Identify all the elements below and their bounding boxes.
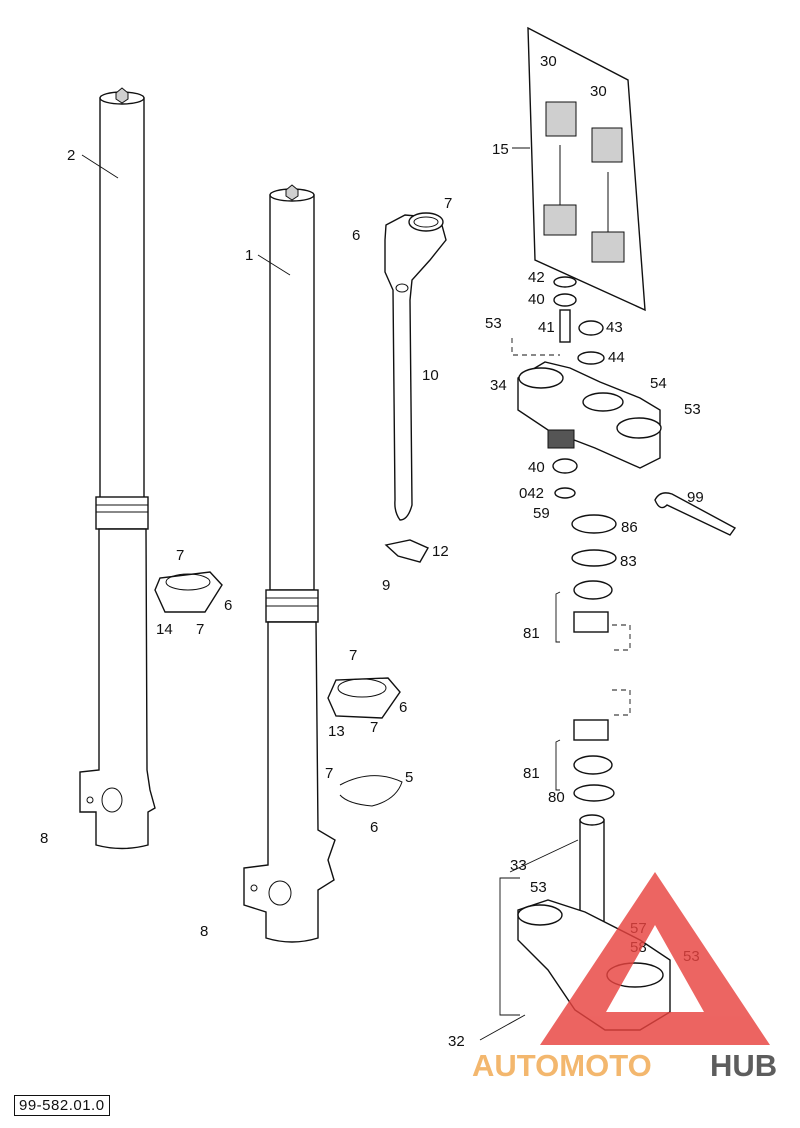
svg-text:AUTOMOTO: AUTOMOTO	[472, 1048, 652, 1083]
callout-label: 1	[245, 247, 253, 264]
bracket-lines	[479, 147, 579, 1041]
callout-label: 53	[684, 401, 701, 418]
handlebar-clamp-kit-15	[527, 26, 646, 312]
callout-label: 41	[538, 319, 555, 336]
callout-label: 54	[650, 375, 667, 392]
fork-clamps	[154, 539, 429, 807]
callout-label: 53	[530, 879, 547, 896]
callout-label: 42	[528, 269, 545, 286]
callout-label: 34	[490, 377, 507, 394]
callout-label: 6	[370, 819, 378, 836]
cable-guide-10	[384, 212, 447, 521]
callout-label: 40	[528, 459, 545, 476]
fork-leg-1	[243, 184, 336, 943]
callout-label: 86	[621, 519, 638, 536]
callout-label: 81	[523, 625, 540, 642]
callout-label: 40	[528, 291, 545, 308]
callout-label: 59	[533, 505, 550, 522]
callout-label: 43	[606, 319, 623, 336]
top-triple-clamp-34	[517, 361, 662, 469]
callout-label: 7	[444, 195, 452, 212]
hardware-bits	[552, 276, 737, 802]
fork-leg-2	[79, 87, 156, 850]
svg-text:HUB: HUB	[710, 1048, 777, 1083]
callout-label: 13	[328, 723, 345, 740]
callout-label: 7	[176, 547, 184, 564]
callout-label: 83	[620, 553, 637, 570]
callout-labels: 2 1 7 6 10 12 9 7 6 14 7 7 6 13 7 7 5 6 …	[40, 53, 704, 1050]
callout-label: 32	[448, 1033, 465, 1050]
callout-label: 8	[200, 923, 208, 940]
callout-label: 10	[422, 367, 439, 384]
callout-label: 99	[687, 489, 704, 506]
document-code: 99-582.01.0	[14, 1095, 110, 1116]
callout-label: 33	[510, 857, 527, 874]
callout-label: 6	[352, 227, 360, 244]
callout-label: 042	[519, 485, 544, 502]
callout-label: 80	[548, 789, 565, 806]
callout-label: 12	[432, 543, 449, 560]
callout-label: 8	[40, 830, 48, 847]
callout-label: 2	[67, 147, 75, 164]
callout-label: 30	[540, 53, 557, 70]
callout-label: 7	[325, 765, 333, 782]
callout-label: 5	[405, 769, 413, 786]
callout-label: 6	[399, 699, 407, 716]
automotohub-watermark: AUTOMOTO HUB	[472, 872, 777, 1083]
callout-label: 9	[382, 577, 390, 594]
callout-label: 7	[196, 621, 204, 638]
callout-label: 14	[156, 621, 173, 638]
callout-label: 7	[349, 647, 357, 664]
callout-label: 30	[590, 83, 607, 100]
callout-label: 44	[608, 349, 625, 366]
warning-triangle-icon	[540, 872, 770, 1045]
callout-label: 7	[370, 719, 378, 736]
callout-label: 15	[492, 141, 509, 158]
callout-label: 81	[523, 765, 540, 782]
callout-label: 6	[224, 597, 232, 614]
callout-label: 53	[485, 315, 502, 332]
